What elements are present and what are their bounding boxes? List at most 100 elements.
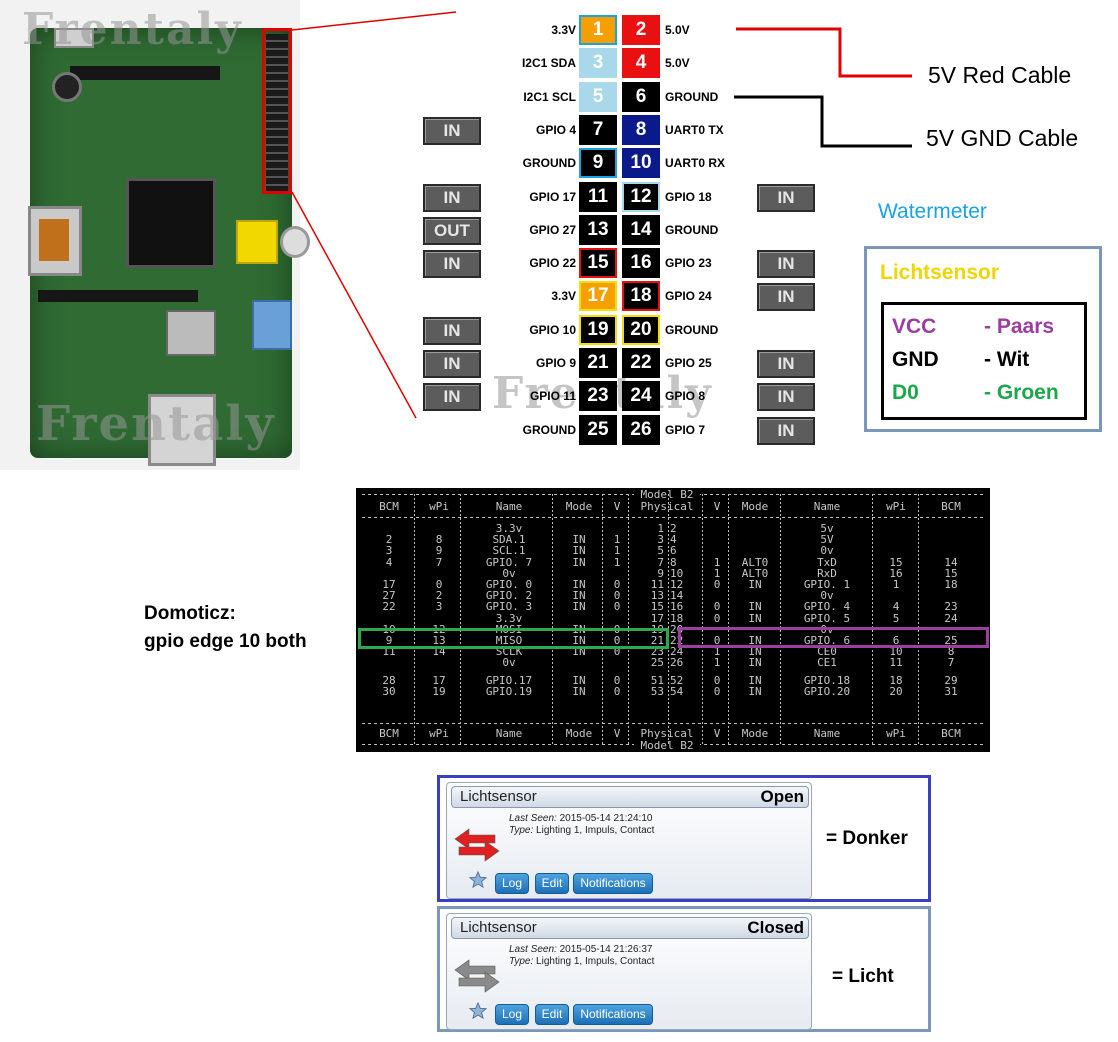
terminal-cell: GPIO. 0: [485, 578, 533, 591]
terminal-cell: 0: [613, 645, 621, 659]
terminal-cell: 0: [713, 611, 721, 625]
terminal-cell: 0: [613, 589, 621, 603]
terminal-cell: 52: [670, 673, 684, 687]
terminal-cell: 5: [892, 611, 900, 625]
favorite-star-icon[interactable]: [468, 1001, 488, 1020]
pin-label-right: GPIO 18: [665, 190, 712, 204]
notifications-button[interactable]: Notifications: [573, 873, 653, 894]
pin-label-left: GROUND: [522, 423, 576, 437]
terminal-header-cell: BCM: [941, 500, 961, 513]
legend-row-vcc: VCC- Paars: [892, 315, 1055, 338]
edit-button[interactable]: Edit: [535, 873, 569, 894]
pin-number-right: 22: [622, 348, 660, 378]
pin-label-left: GPIO 17: [529, 190, 576, 204]
io-mode-left: IN: [423, 383, 481, 411]
terminal-cell: 0v: [502, 566, 516, 580]
terminal-cell: 1: [613, 533, 621, 547]
hdmi-port: [28, 206, 82, 276]
pin-label-left: GPIO 9: [535, 356, 576, 370]
io-mode-left: IN: [423, 317, 481, 345]
terminal-cell: 2: [435, 589, 443, 603]
terminal-header-cell: Mode: [565, 727, 593, 740]
terminal-cell: GPIO.20: [803, 684, 851, 698]
terminal-cell: 10: [889, 645, 903, 659]
terminal-cell: GPIO. 7: [485, 555, 533, 569]
device-name: Lichtsensor: [460, 788, 537, 805]
pin-number-right: 14: [622, 215, 660, 245]
pin-label-right: GPIO 24: [665, 289, 712, 303]
pin-number-right: 4: [622, 48, 660, 78]
pin20-row-highlight: [678, 627, 989, 648]
last-seen-label: Last Seen:: [509, 944, 557, 955]
terminal-column-separator: [460, 494, 461, 744]
terminal-cell: 12: [670, 578, 684, 591]
terminal-column-separator: [728, 494, 729, 744]
terminal-cell: 9: [657, 566, 664, 580]
terminal-header-cell: V: [713, 500, 721, 513]
log-button[interactable]: Log: [495, 1004, 529, 1025]
terminal-cell: IN: [748, 684, 762, 698]
legend-wiring-table: VCC- Paars GND- Wit D0- Groen: [881, 302, 1087, 420]
terminal-cell: 1: [713, 566, 721, 580]
terminal-cell: 0: [713, 578, 721, 591]
notifications-button[interactable]: Notifications: [573, 1004, 653, 1025]
terminal-header-cell: Mode: [565, 500, 593, 513]
terminal-cell: GPIO.18: [803, 673, 851, 687]
device-status: Closed: [747, 918, 804, 937]
terminal-cell: 5: [657, 544, 664, 558]
pin-number-right: 16: [622, 248, 660, 278]
terminal-cell: 31: [944, 684, 958, 698]
terminal-cell: 4: [670, 533, 677, 547]
terminal-cell: IN: [572, 533, 586, 547]
pin-label-right: 5.0V: [665, 56, 690, 70]
terminal-header-cell: Physical: [640, 500, 694, 513]
pin-label-right: GROUND: [665, 323, 719, 337]
terminal-cell: 0: [713, 673, 721, 687]
terminal-cell: GPIO. 5: [803, 611, 851, 625]
io-mode-right: IN: [757, 350, 815, 378]
terminal-cell: 7: [657, 555, 664, 569]
terminal-cell: 8: [435, 533, 443, 547]
pin-label-left: GPIO 10: [529, 323, 576, 337]
terminal-column-separator: [602, 494, 603, 744]
pin-label-right: GPIO 7: [665, 423, 706, 437]
pin-number-left: 1: [579, 15, 617, 45]
terminal-cell: SDA.1: [492, 533, 526, 547]
type-label: Type:: [509, 825, 534, 836]
terminal-cell: 13: [432, 634, 446, 647]
terminal-cell: GPIO. 4: [803, 600, 851, 614]
watermeter-label: Watermeter: [878, 200, 987, 223]
watermark: Frentaly: [36, 396, 276, 452]
favorite-star-icon[interactable]: [468, 870, 488, 889]
terminal-cell: 0: [613, 578, 621, 591]
terminal-cell: 21: [650, 634, 664, 647]
pin-label-right: 5.0V: [665, 23, 690, 37]
terminal-cell: 13: [650, 589, 664, 603]
io-mode-right: IN: [757, 184, 815, 212]
terminal-header-cell: Name: [495, 500, 523, 513]
terminal-cell: GPIO. 6: [803, 634, 851, 647]
pin-number-right: 2: [622, 15, 660, 45]
terminal-cell: CE0: [817, 645, 837, 659]
terminal-cell: 27: [382, 589, 396, 603]
device-name: Lichtsensor: [460, 919, 537, 936]
log-button[interactable]: Log: [495, 873, 529, 894]
terminal-cell: 0: [613, 634, 621, 647]
type-label: Type:: [509, 956, 534, 967]
edit-button[interactable]: Edit: [535, 1004, 569, 1025]
pin-label-left: I2C1 SDA: [521, 56, 576, 70]
terminal-header-cell: Name: [813, 500, 841, 513]
terminal-cell: IN: [572, 555, 586, 569]
terminal-cell: 2: [385, 533, 393, 547]
terminal-cell: 51: [650, 673, 664, 687]
terminal-cell: IN: [572, 634, 586, 647]
terminal-cell: 9: [385, 634, 393, 647]
last-seen-label: Last Seen:: [509, 813, 557, 824]
terminal-cell: 0: [713, 634, 721, 647]
terminal-cell: IN: [748, 673, 762, 687]
terminal-cell: 9: [435, 544, 443, 558]
terminal-cell: 20: [889, 684, 903, 698]
